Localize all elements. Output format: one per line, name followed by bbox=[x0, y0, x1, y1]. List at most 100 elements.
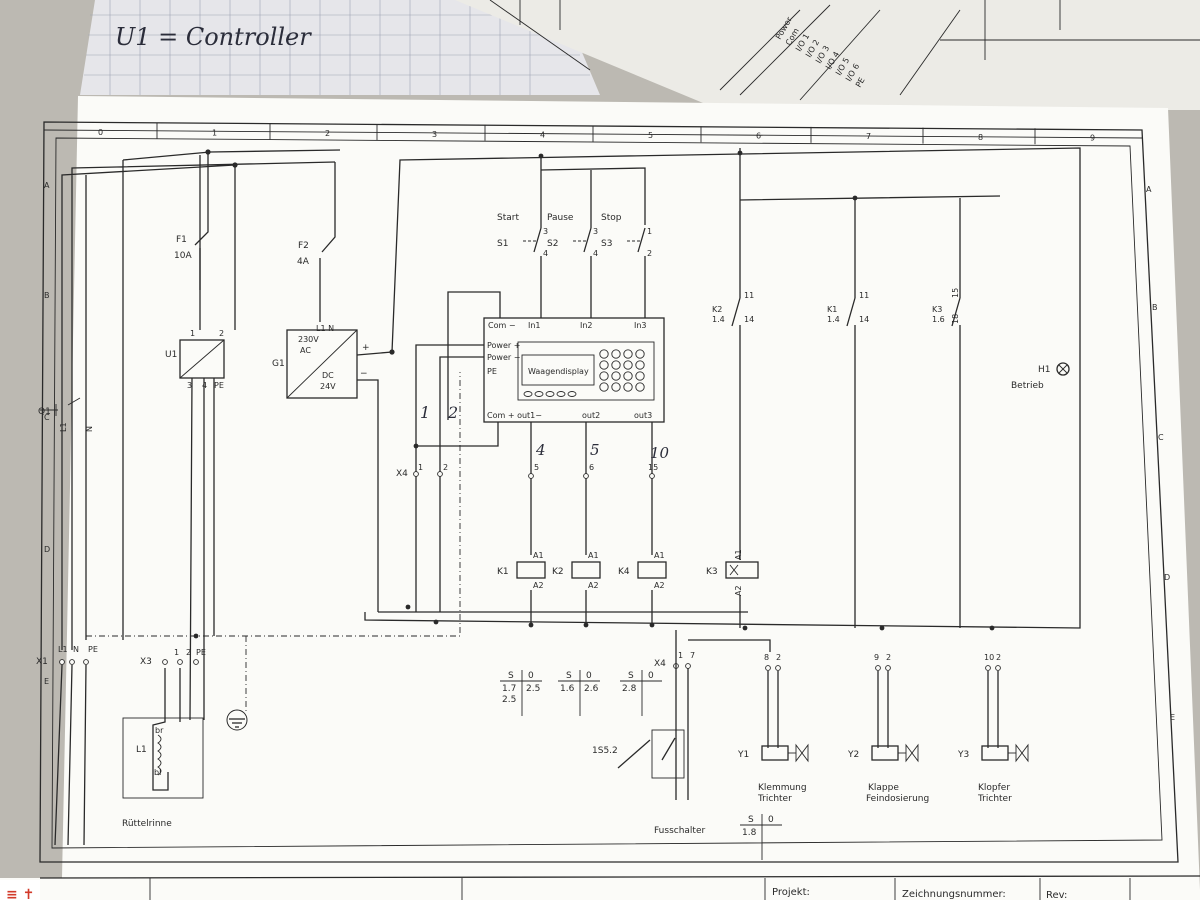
contact-location: 1.4 bbox=[827, 315, 840, 324]
x3-pin-pe: PE bbox=[196, 648, 206, 657]
frame-row-left-E: E bbox=[44, 677, 49, 686]
xref-extra: 2.5 bbox=[526, 684, 540, 694]
contact-ref: K1 bbox=[827, 305, 837, 314]
valve-label: Trichter bbox=[757, 794, 792, 804]
grid-paper: U1 = Controller bbox=[80, 0, 600, 95]
switch-name-s1: Start bbox=[497, 213, 519, 223]
frame-column-1: 1 bbox=[212, 129, 217, 138]
xref-o: 0 bbox=[648, 671, 654, 681]
keypad-key bbox=[611, 382, 621, 392]
f2-rating: 4A bbox=[297, 257, 310, 267]
lamp-ref: H1 bbox=[1038, 365, 1051, 375]
frame-row-right-C: C bbox=[1158, 433, 1164, 442]
keypad-key bbox=[623, 360, 633, 370]
x3-pin-1: 1 bbox=[174, 648, 179, 657]
g1-plus: + bbox=[362, 343, 370, 353]
controller-button bbox=[523, 391, 533, 397]
keypad-key bbox=[623, 371, 633, 381]
xref-row: 1.6 bbox=[560, 684, 575, 694]
keypad-key bbox=[599, 349, 609, 359]
hand-wire-5: 5 bbox=[590, 441, 600, 459]
relay-a1: A1 bbox=[654, 551, 665, 560]
frame-column-9: 9 bbox=[1090, 133, 1095, 142]
frame-row-left-C: C bbox=[44, 413, 50, 422]
frame-column-6: 6 bbox=[756, 132, 761, 141]
motor-label: Rüttelrinne bbox=[122, 819, 172, 829]
frame-row-right-E: E bbox=[1170, 713, 1175, 722]
controller-button bbox=[534, 391, 544, 397]
x4-out-pin-5: 5 bbox=[534, 463, 539, 472]
xref-o: 0 bbox=[768, 815, 774, 825]
x4-foot-ref: X4 bbox=[654, 659, 666, 669]
valve-label: Klappe bbox=[868, 783, 899, 793]
contact-pin-top: 11 bbox=[859, 291, 869, 300]
x4-ctrl-ref: X4 bbox=[396, 469, 408, 479]
relay-a2: A2 bbox=[734, 585, 743, 596]
contact-location: 1.6 bbox=[932, 315, 945, 324]
contact-ref: K3 bbox=[932, 305, 942, 314]
frame-column-5: 5 bbox=[648, 131, 653, 140]
u1-pin-pe: PE bbox=[214, 381, 224, 390]
keypad-key bbox=[635, 382, 645, 392]
relay-a1: A1 bbox=[734, 549, 743, 560]
schematic-sheet bbox=[0, 96, 1200, 900]
switch-pin-bottom: 4 bbox=[593, 249, 598, 258]
contact-pin-bottom: 14 bbox=[744, 315, 754, 324]
keypad-key bbox=[599, 382, 609, 392]
ctrl-pin-power-minus: Power − bbox=[487, 353, 520, 362]
relay-a1: A1 bbox=[588, 551, 599, 560]
controller-button bbox=[567, 391, 577, 397]
controller-button bbox=[545, 391, 555, 397]
ctrl-pin-in3: In3 bbox=[634, 321, 647, 330]
valve-pin-2: 2 bbox=[886, 653, 891, 662]
valve-label: Klopfer bbox=[978, 783, 1010, 793]
relay-a2: A2 bbox=[654, 581, 665, 590]
x3-pin-2: 2 bbox=[186, 648, 191, 657]
relay-a2: A2 bbox=[588, 581, 599, 590]
xref-row: 2.5 bbox=[502, 695, 516, 705]
hand-wire-4: 4 bbox=[535, 441, 546, 459]
x4-ctrl-pin-1: 1 bbox=[418, 463, 423, 472]
title-field-revision: Rev: bbox=[1046, 890, 1067, 900]
hand-wire-2: 2 bbox=[447, 403, 458, 422]
contact-ref: K2 bbox=[712, 305, 722, 314]
switch-ref-s1: S1 bbox=[497, 239, 508, 249]
keypad-key bbox=[635, 349, 645, 359]
contact-pin-top: 11 bbox=[744, 291, 754, 300]
frame-column-8: 8 bbox=[978, 133, 983, 142]
valve-icon bbox=[795, 743, 809, 763]
valve-pin-2: 2 bbox=[996, 653, 1001, 662]
title-field-project: Projekt: bbox=[772, 887, 810, 898]
valve-label: Klemmung bbox=[758, 783, 807, 793]
u1-pin-4: 4 bbox=[202, 381, 207, 390]
valve-icon bbox=[1015, 743, 1029, 763]
hand-wire-1: 1 bbox=[420, 403, 430, 422]
ctrl-pin-in2: In2 bbox=[580, 321, 593, 330]
frame-column-3: 3 bbox=[432, 130, 437, 139]
ctrl-pin-out2: out2 bbox=[582, 411, 600, 420]
keypad-key bbox=[623, 382, 633, 392]
valve-pin-2: 2 bbox=[776, 653, 781, 662]
q1-ref: Q1 bbox=[38, 407, 51, 417]
ctrl-pin-com-minus: Com − bbox=[488, 321, 516, 330]
keypad-key bbox=[635, 371, 645, 381]
x1-pin-n: N bbox=[73, 645, 79, 654]
switch-ref-s2: S2 bbox=[547, 239, 558, 249]
valve-pin-1: 9 bbox=[874, 653, 879, 662]
motor-coil-ref: L1 bbox=[136, 745, 147, 755]
keypad-key bbox=[635, 360, 645, 370]
u1-pin-2: 2 bbox=[219, 329, 224, 338]
